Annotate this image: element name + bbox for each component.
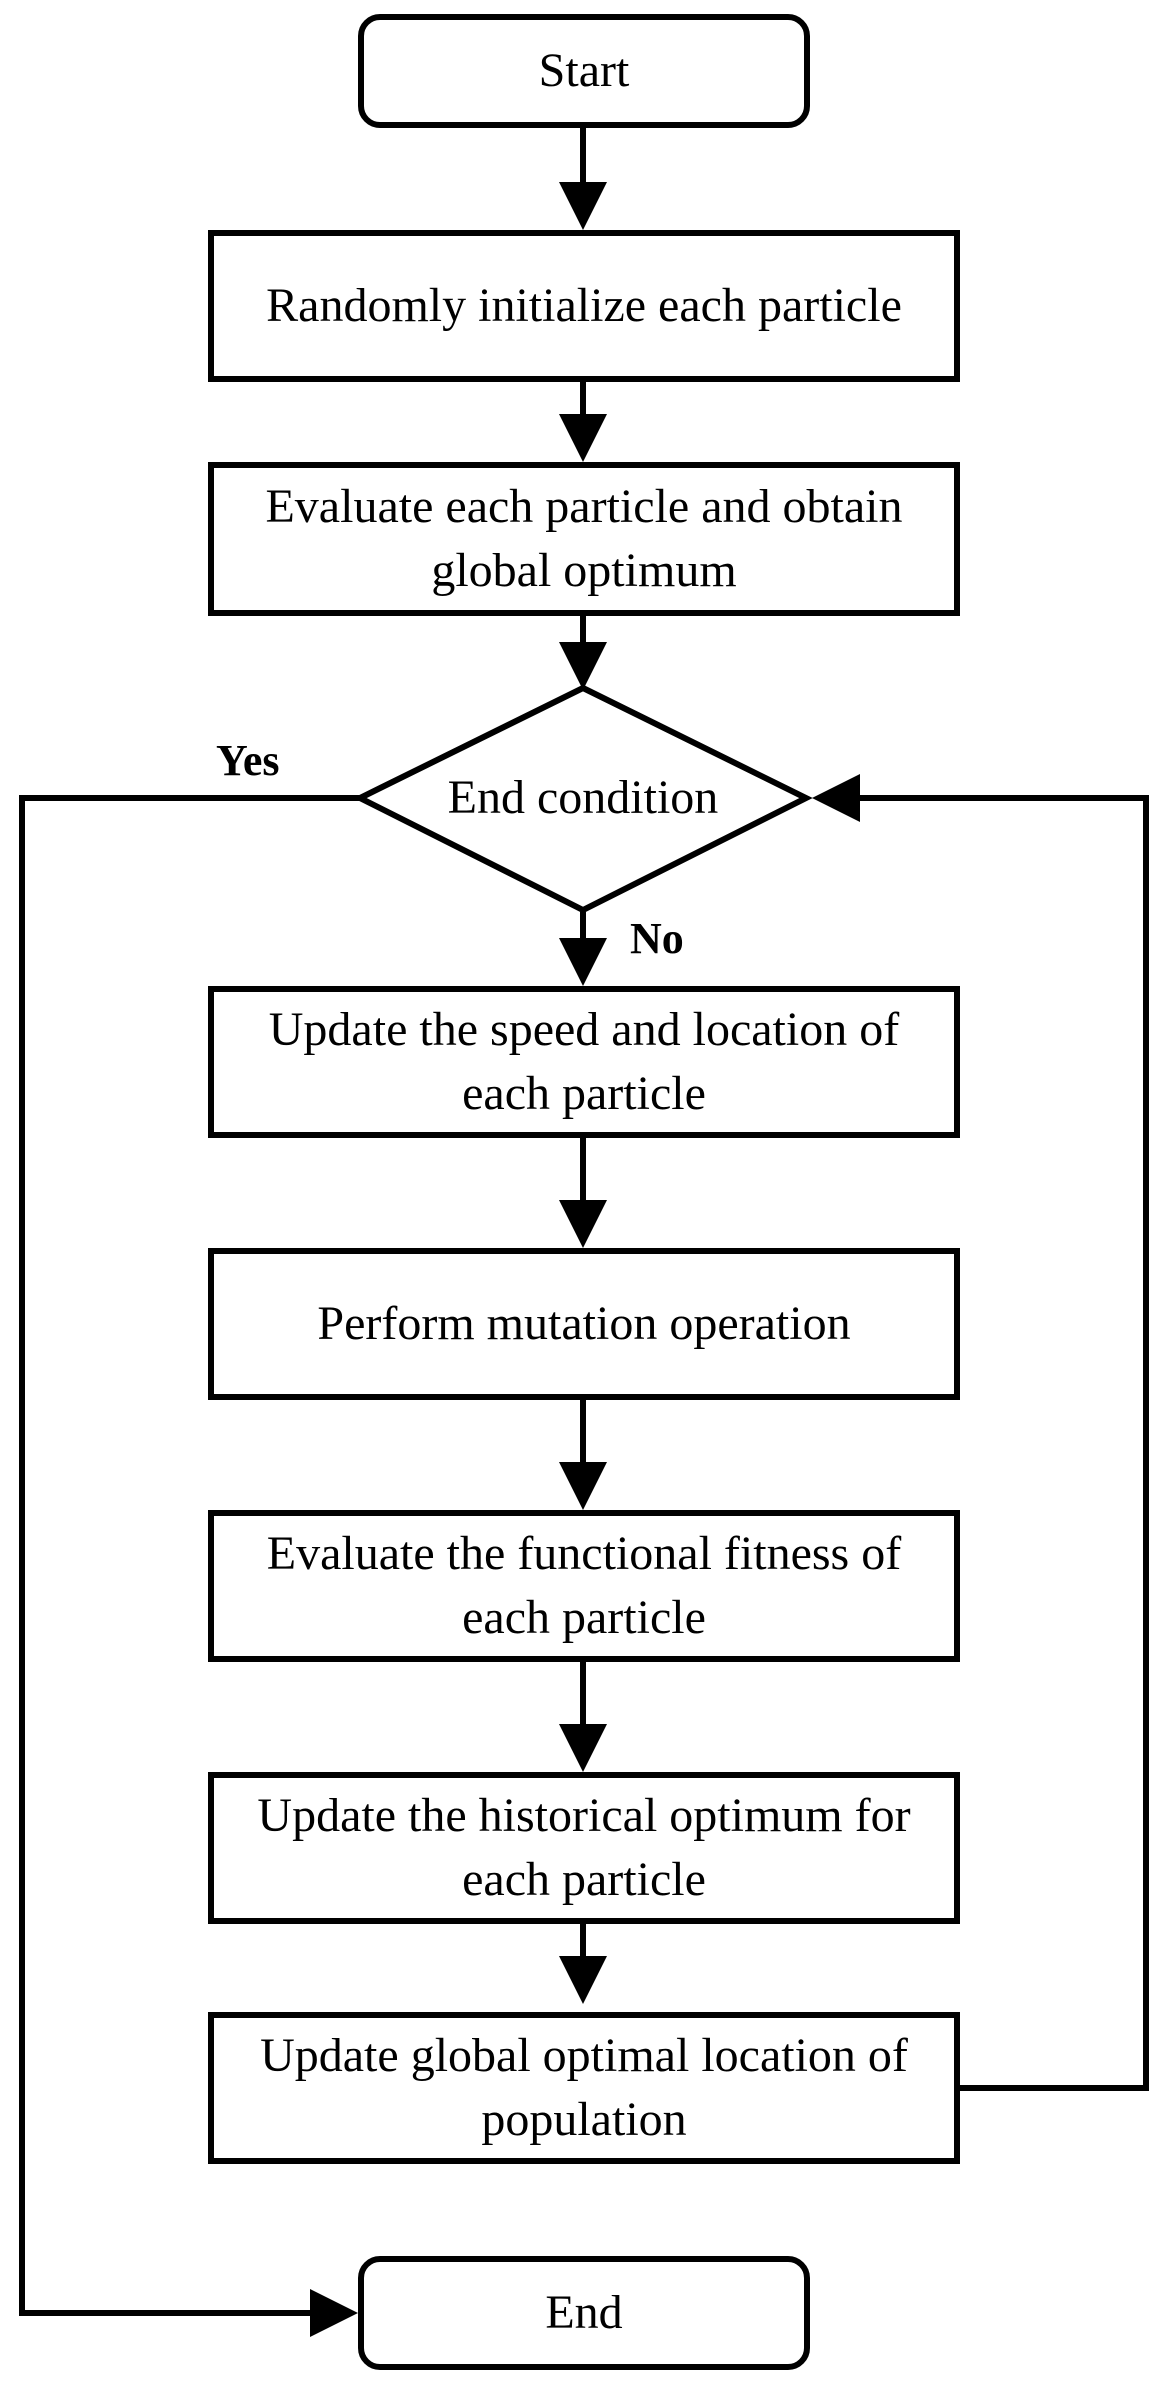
arrowhead-historical [559, 1724, 607, 1772]
evaluate-process: Evaluate each particle and obtain global… [208, 462, 960, 616]
mutation-label: Perform mutation operation [317, 1297, 851, 1350]
end-terminal: End [358, 2256, 810, 2370]
global-update-label: Update global optimal location of popula… [260, 2029, 908, 2146]
arrowhead-evaluate [559, 414, 607, 462]
end-condition-text-holder: End condition [400, 760, 766, 836]
init-process: Randomly initialize each particle [208, 230, 960, 382]
arrowhead-loop [812, 774, 860, 822]
fitness-process: Evaluate the functional fitness of each … [208, 1510, 960, 1662]
historical-label: Update the historical optimum for each p… [257, 1789, 911, 1906]
arrowhead-update [559, 938, 607, 986]
end-label: End [545, 2286, 623, 2339]
end-condition-diamond [353, 684, 813, 914]
arrowhead-end [310, 2289, 358, 2337]
init-label: Randomly initialize each particle [266, 279, 902, 332]
arrowhead-mutation [559, 1200, 607, 1248]
no-branch-label: No [630, 914, 684, 963]
evaluate-label: Evaluate each particle and obtain global… [265, 480, 903, 597]
arrowhead-global [559, 1956, 607, 2004]
historical-process: Update the historical optimum for each p… [208, 1772, 960, 1924]
fitness-label: Evaluate the functional fitness of each … [266, 1527, 902, 1644]
arrowhead-condition [559, 642, 607, 690]
arrowhead-fitness [559, 1462, 607, 1510]
arrowhead-init [559, 182, 607, 230]
start-label: Start [538, 44, 630, 97]
mutation-process: Perform mutation operation [208, 1248, 960, 1400]
yes-path-line [19, 795, 360, 2316]
loop-back-line [848, 795, 1149, 2091]
end-condition-label: End condition [447, 771, 719, 824]
global-update-process: Update global optimal location of popula… [208, 2012, 960, 2164]
update-speed-process: Update the speed and location of each pa… [208, 986, 960, 1138]
update-speed-label: Update the speed and location of each pa… [268, 1003, 900, 1120]
yes-branch-label: Yes [212, 736, 284, 786]
start-terminal: Start [358, 14, 810, 128]
